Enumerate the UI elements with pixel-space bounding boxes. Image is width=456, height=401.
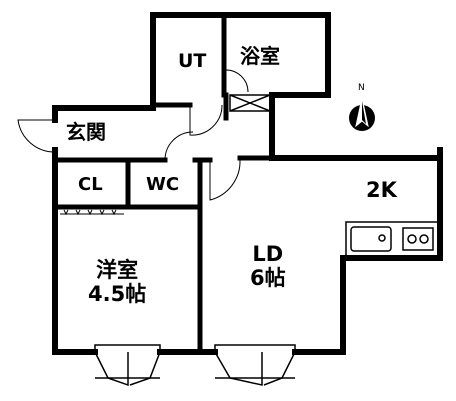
compass-icon	[349, 97, 375, 131]
stove-burner-left	[407, 234, 417, 244]
room-label-ut: UT	[178, 50, 207, 72]
stove-burner-right	[419, 234, 429, 244]
western-room-size: 4.5帖	[88, 282, 147, 307]
window-western-right-leaf	[129, 351, 161, 386]
room-label-kitchen: 2K	[366, 178, 397, 202]
window-ld-left-leaf	[214, 351, 263, 386]
window-western-frame	[94, 344, 161, 352]
room-label-toilet: WC	[146, 174, 180, 195]
room-label-bath: 浴室	[240, 44, 280, 68]
kitchen-stove	[402, 227, 434, 251]
compass-north-label: N	[358, 83, 365, 93]
kitchen-counter	[345, 221, 439, 257]
ld-room-size: 6帖	[250, 266, 286, 291]
closet-hangers	[63, 209, 117, 216]
room-label-entrance: 玄関	[66, 120, 106, 144]
ld-door-swing	[209, 159, 241, 201]
bath-threshold-cross-b	[229, 94, 271, 112]
ut-door-swing	[189, 104, 223, 136]
kitchen-sink	[350, 226, 392, 252]
sink-drain	[378, 234, 386, 242]
room-label-closet: CL	[78, 174, 103, 195]
entrance-door-swing	[17, 119, 56, 153]
window-western-left-leaf	[94, 351, 129, 387]
hall-door-swing	[164, 131, 194, 161]
window-ld-frame	[214, 344, 296, 352]
room-label-ld: LD 6帖	[250, 242, 286, 290]
ld-room-name: LD	[252, 242, 284, 266]
bath-threshold	[229, 94, 271, 112]
western-room-name: 洋室	[96, 258, 139, 282]
window-ld-right-leaf	[263, 351, 296, 386]
bath-door-swing	[225, 69, 249, 93]
room-label-western: 洋室 4.5帖	[88, 258, 146, 306]
